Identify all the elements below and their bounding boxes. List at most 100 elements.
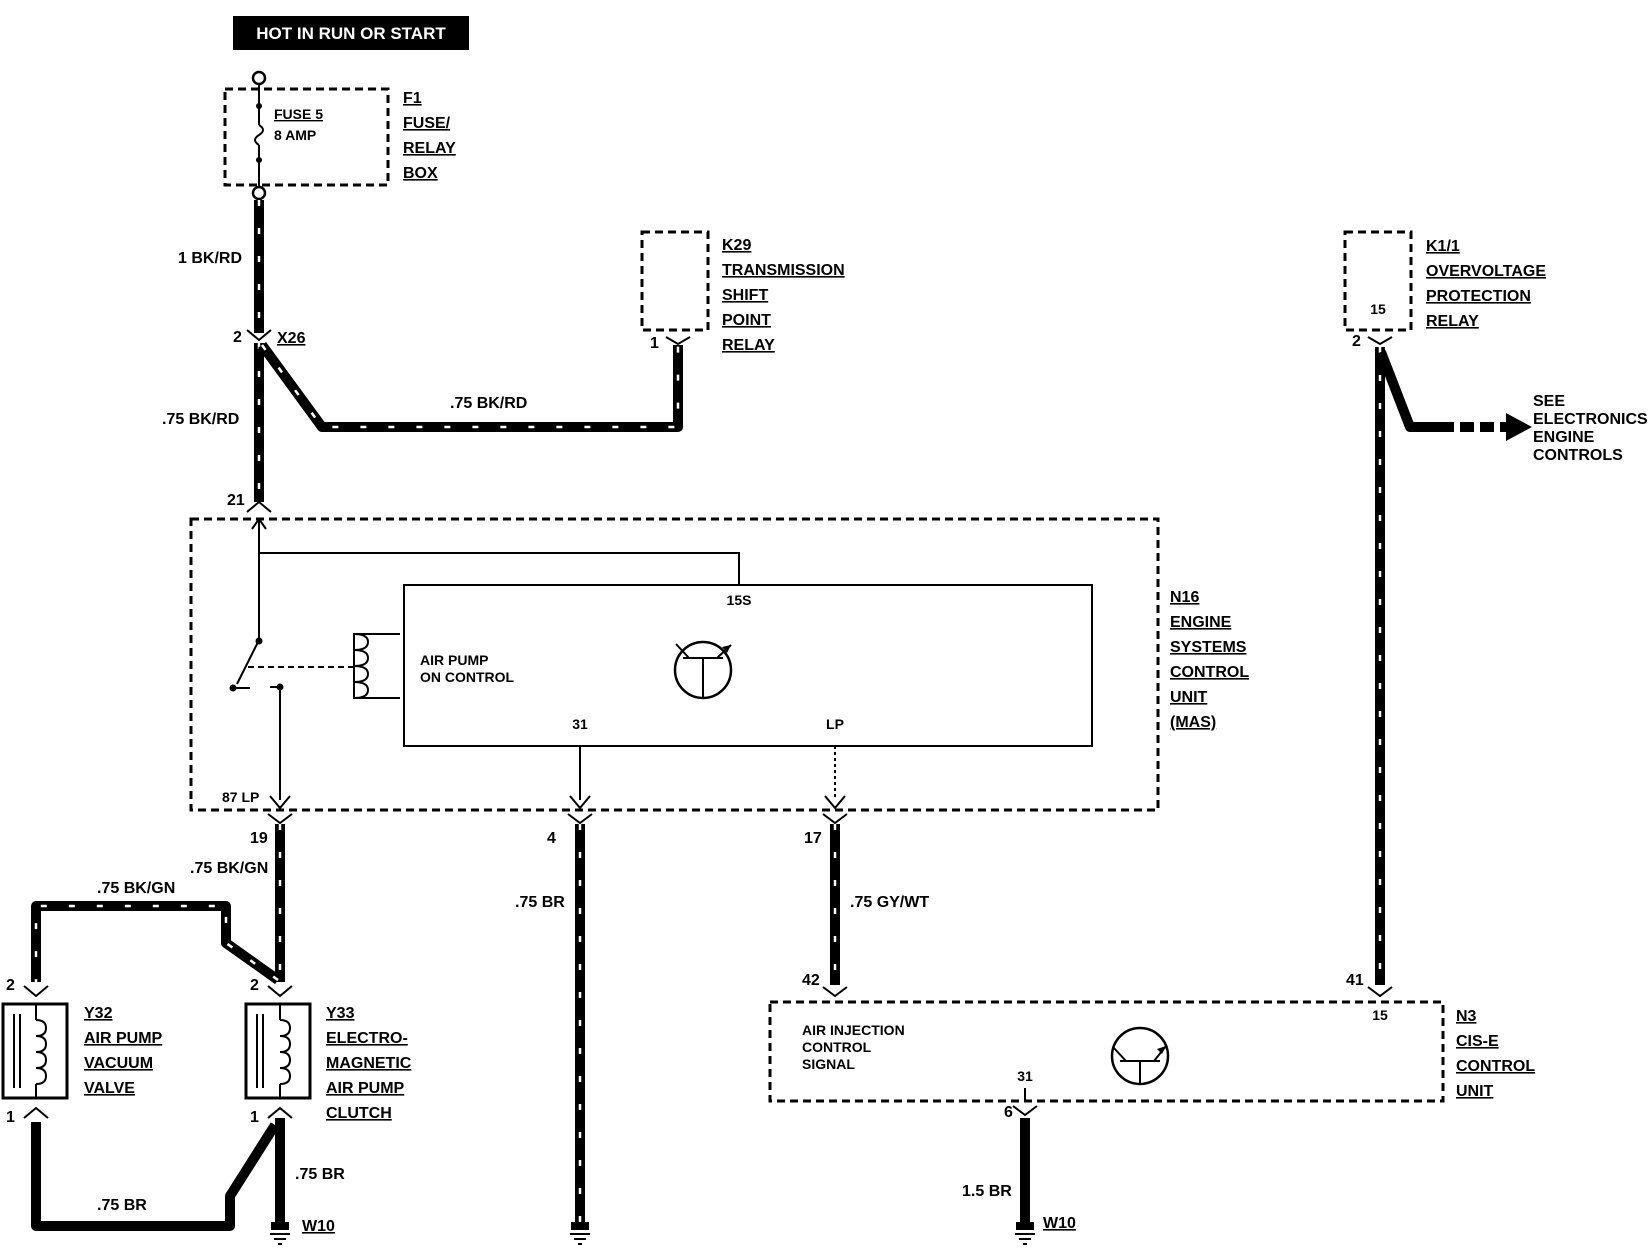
fuse-box-name-3: BOX xyxy=(403,165,438,182)
k29-name-3: POINT xyxy=(722,312,771,329)
wire-labels: 1 BK/RD .75 BK/RD .75 BK/RD .75 BK/GN .7… xyxy=(97,250,1012,1214)
n3-inner-text-2: CONTROL xyxy=(802,1039,872,1055)
fuse-box-name-1: FUSE/ xyxy=(403,115,451,132)
y33-pin-top: 2 xyxy=(250,977,259,994)
y33-name-1: ELECTRO- xyxy=(326,1030,408,1047)
k11-inner-label: 15 xyxy=(1370,301,1386,317)
see-note-3: ENGINE xyxy=(1533,429,1595,446)
wire-075br-y32-y33 xyxy=(31,1122,280,1231)
x26-pin: 2 xyxy=(233,329,242,346)
y33-id: Y33 xyxy=(326,1005,355,1022)
wire-label-8: .75 BR xyxy=(97,1197,147,1214)
n16-pin-4: 4 xyxy=(547,830,556,847)
ground-center xyxy=(570,1222,590,1245)
wire-075bkrd-k29 xyxy=(257,342,683,432)
wire-label-5: .75 BK/GN xyxy=(97,880,175,897)
relay-k11: 15 2 K1/1 OVERVOLTAGE PROTECTION RELAY xyxy=(1343,230,1546,350)
n3-inner-text-3: SIGNAL xyxy=(802,1056,855,1072)
wire-see-note xyxy=(1376,350,1440,432)
fuse-box-name-2: RELAY xyxy=(403,140,456,157)
k29-pin: 1 xyxy=(650,335,659,352)
header-banner: HOT IN RUN OR START xyxy=(233,16,469,50)
fuse-element-icon xyxy=(254,124,264,146)
x26-label: X26 xyxy=(277,330,306,347)
n3-label-31: 31 xyxy=(1017,1068,1033,1084)
y33-name-2: MAGNETIC xyxy=(326,1055,412,1072)
k29-name-4: RELAY xyxy=(722,337,775,354)
relay-k29: 1 K29 TRANSMISSION SHIFT POINT RELAY xyxy=(640,230,845,354)
header-title: HOT IN RUN OR START xyxy=(256,24,446,43)
k29-name-1: TRANSMISSION xyxy=(722,262,845,279)
see-note-4: CONTROLS xyxy=(1533,447,1623,464)
relay-switch-icon xyxy=(236,639,260,685)
n16-pin-17: 17 xyxy=(804,830,822,847)
y32-id: Y32 xyxy=(84,1005,113,1022)
k29-id: K29 xyxy=(722,237,751,254)
n16-inner-box xyxy=(403,584,1093,747)
k11-pin: 2 xyxy=(1352,333,1361,350)
n16-name-4: UNIT xyxy=(1170,689,1208,706)
n3-pin-41: 41 xyxy=(1346,972,1364,989)
y32-name-3: VALVE xyxy=(84,1080,135,1097)
wire-label-7: .75 GY/WT xyxy=(850,894,929,911)
ground-right: W10 xyxy=(1015,1215,1076,1245)
n16-inner-text-1: AIR PUMP xyxy=(420,652,488,668)
coil-icon xyxy=(279,1019,292,1085)
n16-outline xyxy=(189,517,1160,812)
wire-label-6: .75 BR xyxy=(515,894,565,911)
n3-inner-text-1: AIR INJECTION xyxy=(802,1022,905,1038)
coil-icon xyxy=(35,1019,48,1085)
relay-coil-icon xyxy=(353,633,370,699)
y33-outline xyxy=(244,1002,312,1100)
n16-name-3: CONTROL xyxy=(1170,664,1249,681)
n3-label-15: 15 xyxy=(1372,1007,1388,1023)
transistor-icon xyxy=(1110,1026,1170,1086)
n3-name-1: CIS-E xyxy=(1456,1033,1499,1050)
n3-name-3: UNIT xyxy=(1456,1083,1494,1100)
wire-label-2: .75 BK/RD xyxy=(162,411,239,428)
see-note-1: SEE xyxy=(1533,393,1565,410)
see-electronics-note: SEE ELECTRONICS ENGINE CONTROLS xyxy=(1533,393,1648,464)
module-n3: 42 41 15 AIR INJECTION CONTROL SIGNAL 31… xyxy=(768,972,1535,1121)
n16-label-15s: 15S xyxy=(727,592,752,608)
fuse-box-outline xyxy=(223,87,390,187)
ground-left: W10 xyxy=(270,1218,335,1245)
y32-pin-bottom: 1 xyxy=(6,1109,15,1126)
y32-pin-top: 2 xyxy=(6,977,15,994)
n3-name-2: CONTROL xyxy=(1456,1058,1535,1075)
y33-pin-bottom: 1 xyxy=(250,1109,259,1126)
arrow-right-icon xyxy=(1506,413,1532,441)
n3-pin-42: 42 xyxy=(802,972,820,989)
n16-label-87lp: 87 LP xyxy=(222,789,259,805)
y33-name-4: CLUTCH xyxy=(326,1105,392,1122)
n3-pin-6: 6 xyxy=(1004,1104,1013,1121)
y32-name-1: AIR PUMP xyxy=(84,1030,163,1047)
transistor-icon xyxy=(673,640,733,700)
k11-name-1: OVERVOLTAGE xyxy=(1426,263,1546,280)
fuse-bottom-terminal xyxy=(251,185,267,201)
n16-label-lp: LP xyxy=(826,716,844,732)
y32-name-2: VACUUM xyxy=(84,1055,153,1072)
n16-pin-21: 21 xyxy=(227,492,245,509)
wire-label-10: 1.5 BR xyxy=(962,1183,1012,1200)
wires xyxy=(31,200,1532,1231)
n16-name-2: SYSTEMS xyxy=(1170,639,1247,656)
fuse-top-terminal xyxy=(251,70,267,86)
connector-x26: 2 X26 xyxy=(233,329,306,347)
n16-name-5: (MAS) xyxy=(1170,714,1216,731)
y33-name-3: AIR PUMP xyxy=(326,1080,405,1097)
wire-label-3: .75 BK/RD xyxy=(450,395,527,412)
n16-inner-text-2: ON CONTROL xyxy=(420,669,515,685)
n16-name-1: ENGINE xyxy=(1170,614,1232,631)
wire-label-4: .75 BK/GN xyxy=(190,860,268,877)
n16-pin-19: 19 xyxy=(250,830,268,847)
k11-outline xyxy=(1343,230,1413,332)
n16-id: N16 xyxy=(1170,589,1199,606)
n3-id: N3 xyxy=(1456,1008,1477,1025)
k11-id: K1/1 xyxy=(1426,238,1460,255)
fuse-rating: 8 AMP xyxy=(274,127,316,143)
module-n16: 21 15S AIR PUMP ON CONTROL 31 LP xyxy=(189,492,1249,847)
wire-075bkgn-y32 xyxy=(31,901,281,985)
fuse-box: FUSE 5 8 AMP F1 FUSE/ RELAY BOX xyxy=(223,70,456,201)
